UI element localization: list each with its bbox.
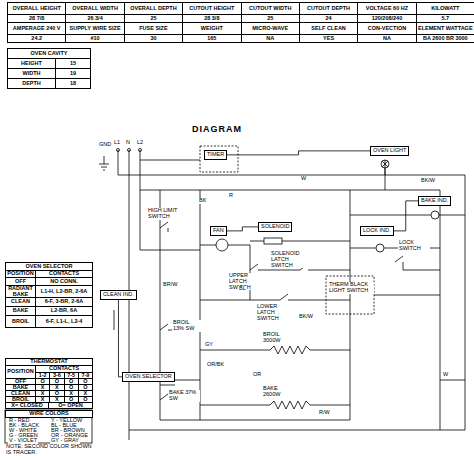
component-box: CLEAN IND. xyxy=(100,290,137,300)
table-cell: DEPTH xyxy=(7,78,56,89)
table-cell: WIRE COLORS xyxy=(5,410,93,418)
wire xyxy=(250,241,350,242)
part-label: OR xyxy=(252,372,262,378)
part-label: R/W xyxy=(318,410,331,416)
part-label: N xyxy=(125,140,131,146)
part-label: GY xyxy=(204,342,214,348)
table-cell: BA 2600 BR 3000 xyxy=(416,34,474,43)
part-label: W xyxy=(442,372,449,378)
thermostat-outline xyxy=(326,276,374,314)
table-cell: NA xyxy=(241,34,300,43)
solenoid-coil xyxy=(264,238,282,244)
part-label: L2 xyxy=(136,140,144,146)
part-label: GY - GRAY xyxy=(50,438,80,444)
fan-motor xyxy=(216,239,228,251)
part-label: HIGH LIMIT SWITCH xyxy=(147,208,183,220)
switch-symbol xyxy=(250,294,350,300)
timer-outline xyxy=(200,146,238,172)
legend-frame xyxy=(5,410,92,443)
part-label: BROIL 3000W xyxy=(262,332,294,344)
table-cell: 18 xyxy=(55,78,91,89)
lamp-symbol xyxy=(381,160,389,168)
indicator-lamp xyxy=(376,244,384,252)
terminal xyxy=(117,149,120,152)
part-label: BAKE 2600W xyxy=(262,386,294,398)
component-box: BAKE IND. xyxy=(418,196,451,206)
wire xyxy=(374,295,440,296)
component-name: CLEAN IND. xyxy=(103,291,134,297)
table-cell: BROIL xyxy=(5,315,36,328)
part-label: BK/W xyxy=(420,178,436,184)
terminal xyxy=(128,149,131,152)
wire-connector xyxy=(227,151,370,155)
terminal xyxy=(139,149,142,152)
table-cell: 6-F, L1-L, L2-4 xyxy=(35,315,93,328)
table-cell: 30 xyxy=(124,34,183,43)
part-label: BL xyxy=(238,286,247,292)
component-name: FAN xyxy=(213,227,224,233)
component-box: FAN xyxy=(210,226,227,236)
ground-symbol xyxy=(99,156,109,170)
component-box: LOCK IND. xyxy=(360,226,394,236)
component-name: TIMER xyxy=(207,151,224,157)
bus-wire xyxy=(118,175,465,430)
component-box: TIMER xyxy=(204,150,227,160)
part-label: W xyxy=(300,176,307,182)
component-name: SOLENOID xyxy=(261,223,289,229)
part-label: BR/W xyxy=(162,282,178,288)
table-cell: 165 xyxy=(182,34,241,43)
part-label: LOWER LATCH SWITCH xyxy=(256,304,292,321)
diagram-heading: DIAGRAM xyxy=(192,124,242,134)
wire xyxy=(140,160,200,250)
component-box: OVEN SELECTOR xyxy=(122,372,175,382)
table-cell: X= CLOSED xyxy=(5,402,49,409)
part-label: L1 xyxy=(113,140,121,146)
part-label: BK xyxy=(198,198,207,204)
part-label: GND xyxy=(98,142,112,148)
part-label: BAKE 37% SW xyxy=(168,390,200,402)
part-label: NOTE: SECOND COLOR SHOWN IS TRACER. xyxy=(5,444,99,456)
part-label: BROIL 13% SW xyxy=(172,320,202,332)
table-cell: 24.2 xyxy=(7,34,66,43)
component-name: OVEN LIGHT xyxy=(373,147,406,153)
table-cell: O= OPEN xyxy=(48,402,93,409)
table-cell: NA xyxy=(357,34,416,43)
wire xyxy=(160,190,350,420)
wire xyxy=(350,215,465,216)
part-label: V - VIOLET xyxy=(8,438,38,444)
component-box: OVEN LIGHT xyxy=(370,146,409,156)
table-cell: POSITION xyxy=(5,365,36,379)
wire xyxy=(440,380,465,381)
switch-symbol xyxy=(395,256,440,270)
switch-symbol xyxy=(160,222,168,232)
lamp-symbol xyxy=(382,161,388,167)
component-name: LOCK IND. xyxy=(363,227,391,233)
wire xyxy=(140,190,440,430)
bake-element xyxy=(200,401,350,409)
wire-connector xyxy=(227,227,258,231)
part-label: LOCK SWITCH xyxy=(398,240,430,252)
wire-connector xyxy=(394,201,418,231)
wire xyxy=(200,190,201,420)
component-name: BAKE IND. xyxy=(421,197,448,203)
part-label: OR/BK xyxy=(206,362,225,368)
part-label: SOLENOID LATCH SWITCH xyxy=(270,251,312,268)
wire-connector xyxy=(118,300,122,377)
broil-element xyxy=(200,346,350,354)
table-cell: #10 xyxy=(65,34,124,43)
part-label: R xyxy=(228,193,234,199)
component-name: OVEN SELECTOR xyxy=(125,373,172,379)
part-label: THERM BLACK LIGHT SWITCH xyxy=(328,282,374,294)
switch-symbol xyxy=(160,324,200,400)
table-cell: YES xyxy=(299,34,358,43)
part-label: BK/W xyxy=(298,314,314,320)
indicator-lamp xyxy=(431,211,439,219)
component-box: SOLENOID xyxy=(258,222,292,232)
